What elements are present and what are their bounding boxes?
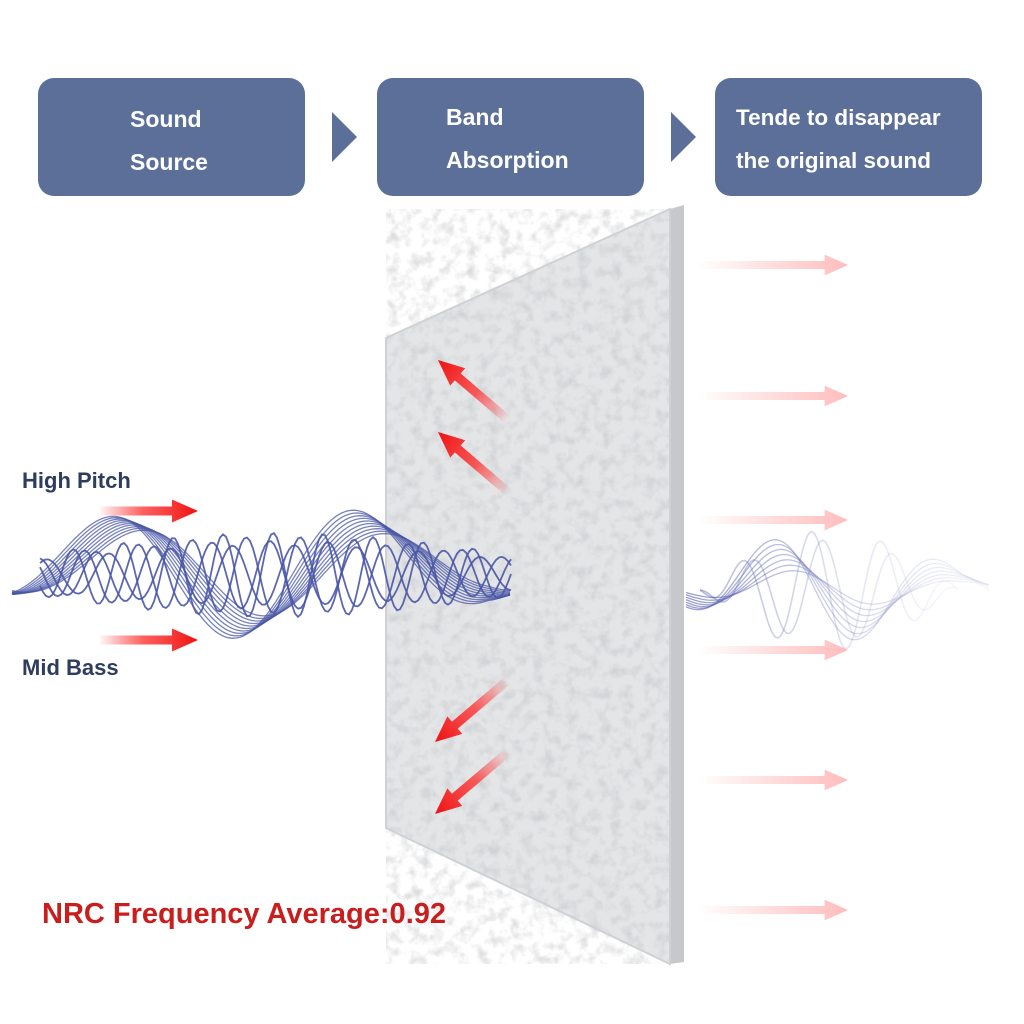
mid-bass-wave — [11, 512, 511, 637]
high-pitch-wave — [39, 544, 512, 606]
transmitted-wave — [685, 553, 990, 623]
nrc-label: NRC Frequency Average:0.92 — [42, 898, 447, 930]
transmitted-wave — [685, 543, 990, 635]
arrow-layer — [98, 254, 848, 921]
reflect-arrow-icon — [437, 360, 511, 424]
transmitted-arrow-icon — [698, 769, 848, 791]
mid-bass-arrow-icon — [98, 628, 198, 652]
band-absorption-box: Band Absorption — [377, 78, 644, 196]
chevron-right-icon — [332, 112, 357, 162]
mid-bass-label: Mid Bass — [22, 655, 119, 680]
band-absorption-line-2: Absorption — [446, 147, 569, 173]
sound-source-box: Sound Source — [38, 78, 305, 196]
sound-source-line-2: Source — [130, 149, 208, 175]
transmitted-arrow-icon — [698, 254, 848, 276]
disappear-box: Tende to disappear the original sound — [715, 78, 982, 196]
transmitted-arrow-icon — [698, 509, 848, 531]
transmitted-arrow-icon — [698, 899, 848, 921]
reflect-arrow-icon — [437, 432, 511, 496]
mid-bass-wave — [11, 515, 511, 635]
transmitted-arrow-icon — [698, 385, 848, 407]
high-pitch-wave — [39, 532, 512, 619]
transmitted-wave — [685, 559, 990, 617]
mid-bass-wave — [11, 529, 511, 617]
disappear-line-2: the original sound — [736, 148, 931, 173]
acoustic-panel — [385, 205, 684, 966]
transmitted-wave — [699, 530, 959, 650]
sound-wave-layer — [11, 509, 990, 650]
transmitted-wave — [699, 539, 959, 638]
band-absorption-line-1: Band — [446, 104, 504, 130]
sound-source-line-1: Sound — [130, 106, 202, 132]
high-pitch-wave — [39, 536, 512, 614]
disappear-line-1: Tende to disappear — [736, 105, 941, 130]
reflect-arrow-icon — [435, 748, 511, 815]
high-pitch-arrow-icon — [98, 499, 198, 523]
reflect-arrow-icon — [435, 676, 511, 743]
high-pitch-label: High Pitch — [22, 468, 131, 493]
transmitted-wave — [685, 564, 990, 611]
mid-bass-wave — [11, 509, 511, 639]
chevron-right-icon — [671, 112, 696, 162]
transmitted-arrow-icon — [698, 639, 848, 661]
